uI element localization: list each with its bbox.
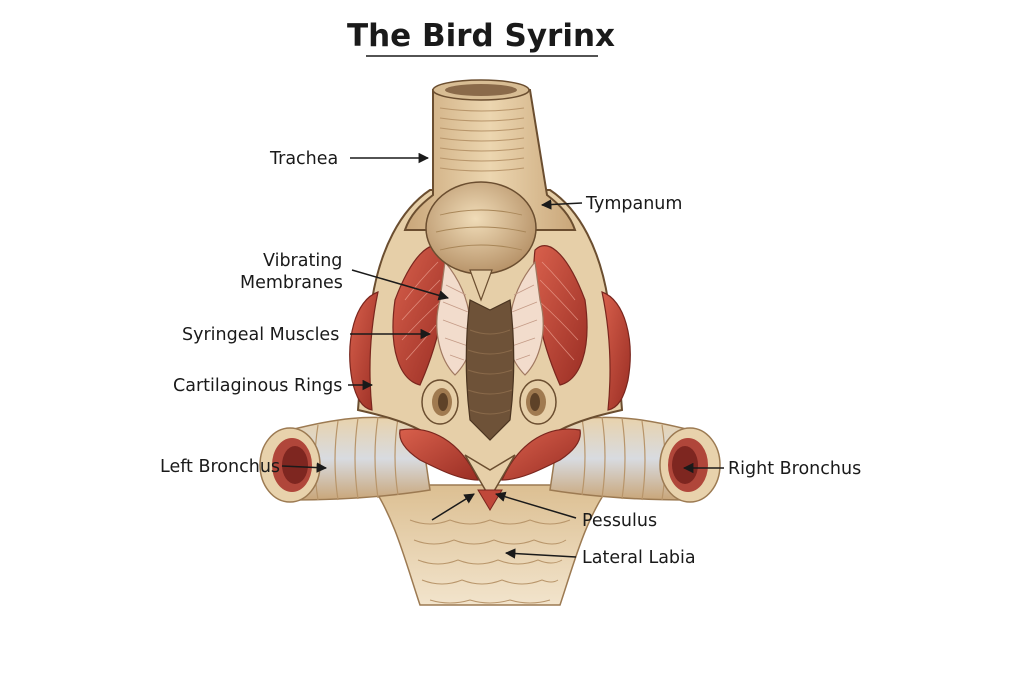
labia-muscle-left [399, 428, 479, 481]
syrinx-illustration [259, 79, 721, 606]
cartilaginous-ring-right [519, 379, 557, 425]
cartilaginous-ring-left [421, 379, 459, 425]
label-trachea: Trachea [269, 149, 430, 169]
lower-body [370, 484, 612, 606]
label-tympanum-text: Tympanum [585, 194, 682, 214]
label-left-bronchus: Left Bronchus [160, 457, 328, 477]
label-syringeal-muscles-text: Syringeal Muscles [182, 325, 339, 345]
labia-muscle-right [501, 428, 581, 481]
page-title: The Bird Syrinx [347, 18, 615, 54]
label-right-bronchus: Right Bronchus [682, 459, 861, 479]
label-tympanum: Tympanum [540, 194, 682, 214]
label-left-bronchus-text: Left Bronchus [160, 457, 280, 477]
label-lateral-labia: Lateral Labia [504, 548, 696, 568]
label-vibrating-membranes: Vibrating Membranes [240, 251, 450, 301]
outer-muscle-left [349, 291, 379, 411]
lateral-labia-scales [409, 519, 571, 604]
label-cartilaginous-rings-text: Cartilaginous Rings [173, 376, 342, 396]
label-vibrating-membranes-line2: Membranes [240, 273, 343, 293]
label-trachea-text: Trachea [269, 149, 338, 169]
label-syringeal-muscles: Syringeal Muscles [182, 325, 432, 345]
syrinx-lumen [465, 299, 515, 441]
pessulus [464, 454, 516, 500]
label-vibrating-membranes-line1: Vibrating [263, 251, 342, 271]
outer-muscle-right [601, 291, 631, 411]
left-bronchus-tube [289, 416, 431, 501]
right-bronchus-tube [549, 416, 691, 501]
label-cartilaginous-rings: Cartilaginous Rings [173, 376, 374, 396]
label-pessulus-text: Pessulus [582, 511, 657, 531]
label-right-bronchus-text: Right Bronchus [728, 459, 861, 479]
label-pessulus: Pessulus [431, 491, 657, 531]
tympanum [425, 181, 537, 275]
label-lateral-labia-text: Lateral Labia [582, 548, 696, 568]
